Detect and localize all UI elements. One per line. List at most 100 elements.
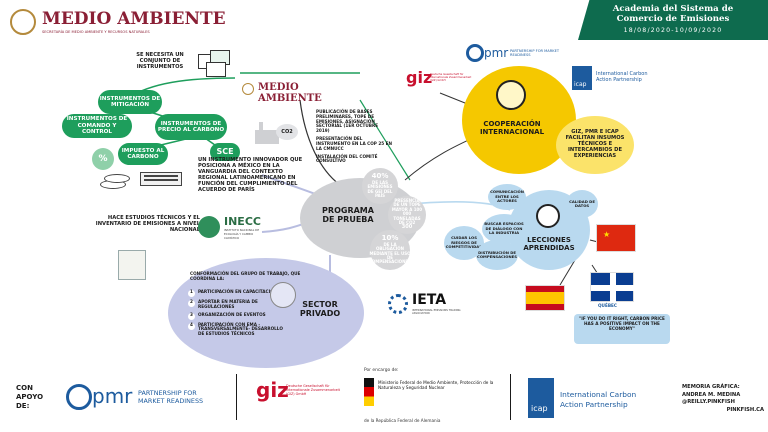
grupo-item-text: APORTAR EN MATERIA DE REGULACIONES [198, 299, 258, 309]
icap-logo-top: icap International Carbon Action Partner… [572, 66, 662, 96]
factory-icon [140, 168, 188, 188]
footer-divider-1 [236, 374, 237, 420]
note-conjunto: SE NECESITA UN CONJUNTO DE INSTRUMENTOS [136, 52, 184, 70]
quote-box: "IF YOU DO IT RIGHT, CARBON PRICE HAS A … [574, 314, 670, 344]
programa-label: PROGRAMA DE PRUEBA [322, 206, 374, 225]
logo-title: MEDIO AMBIENTE [42, 9, 226, 29]
cooperacion-label: COOPERACIÓN INTERNACIONAL [479, 120, 545, 137]
bullet-list: PUBLICACIÓN DE BASES PRELIMINARES, TOPE … [316, 109, 392, 164]
sector-privado-label: SECTOR PRIVADO [299, 300, 341, 319]
inecc-logo-text: INECC [224, 215, 261, 228]
stat-compensaciones: 10%DE LA OBLIGACIÓN MEDIANTE EL USO DE C… [368, 230, 412, 270]
mexico-seal-icon [10, 9, 36, 35]
stat-emisiones-text: DE LAS EMISIONES DE GEI DEL PAÍS [367, 180, 393, 199]
grupo-item: 1 PARTICIPACIÓN EN CAPACITACIONES [188, 289, 288, 297]
bmu-footer-logo: Por encargo de: Ministerio Federal de Me… [364, 368, 504, 428]
giz-logo-top: giz Deutsche Gesellschaft für Internatio… [406, 68, 472, 92]
icap-footer-text: icap [531, 404, 548, 413]
stat-tope: PRESENCIA DE UN TOPE MAYOR A 100 000 TON… [388, 196, 426, 234]
pill-impuesto: IMPUESTO AL CARBONO [118, 143, 168, 165]
pmr-footer-word: pmr [92, 384, 133, 408]
stat-tope-value: 300 [401, 224, 413, 231]
pill-comando-control: INSTRUMENTOS DE COMANDO Y CONTROL [62, 114, 132, 138]
giz-logo-text: giz [406, 68, 433, 87]
lecciones-label: LECCIONES APRENDIDAS [523, 236, 575, 253]
memoria-line1: MEMORIA GRÁFICA: [682, 384, 740, 390]
grupo-title: CONFORMACIÓN DEL GRUPO DE TRABAJO, QUE C… [190, 271, 301, 281]
mini-calidad: CALIDAD DE DATOS [566, 190, 598, 218]
quebec-label: QUÉBEC [598, 303, 617, 308]
stat-emisiones: 40%DE LAS EMISIONES DE GEI DEL PAÍS [362, 168, 398, 204]
ieta-globe-icon [388, 294, 408, 314]
grupo-item-text: PARTICIPACIÓN EN CAPACITACIONES [198, 289, 284, 294]
bullet-item: PRESENTACIÓN DEL INSTRUMENTO EN LA COP 2… [316, 136, 392, 151]
grupo-item: 3 ORGANIZACIÓN DE EVENTOS [188, 312, 288, 320]
logo-subtitle: SECRETARÍA DE MEDIO AMBIENTE Y RECURSOS … [42, 30, 150, 34]
giz-footer-text: giz [256, 378, 289, 402]
icap-logo-name: International Carbon Action Partnership [596, 71, 648, 83]
inecc-leaf-icon [198, 216, 220, 238]
grupo-num: 4 [188, 322, 195, 330]
quebec-flag-icon [590, 272, 635, 303]
ieta-logo-subtitle: INTERNATIONAL EMISSIONS TRADING ASSOCIAT… [412, 309, 461, 315]
percent-icon: % [92, 148, 114, 170]
stat-tope-text: PRESENCIA DE UN TOPE MAYOR A 100 000 TON… [391, 198, 423, 226]
sector-privado-bubble [168, 258, 364, 368]
memoria-grafica: MEMORIA GRÁFICA: ANDREA M. MEDINA @REILL… [682, 384, 764, 414]
grupo-item: 4 PARTICIPACIÓN CON EMA -TRANSVERSALMENT… [188, 321, 288, 337]
icap-footer-name-1: International Carbon [560, 390, 637, 399]
mini-comunicacion: COMUNICACIÓN ENTRE LOS ACTORES [488, 184, 526, 210]
innovador-text: UN INSTRUMENTO INNOVADOR QUE POSICIONA A… [198, 157, 303, 193]
industry-building-icon [255, 122, 285, 144]
inecc-logo-subtitle: INSTITUTO NACIONAL DE ECOLOGÍA Y CAMBIO … [224, 228, 260, 240]
giz-footer-logo: giz Deutsche Gesellschaft für Internatio… [256, 378, 346, 410]
pmr-word: pmr [484, 46, 509, 60]
documents-icon [198, 50, 236, 80]
stat-emisiones-value: 40% [371, 172, 389, 181]
banner-dates: 18/08/2020-10/09/2020 [623, 26, 723, 34]
grupo-list: 1 PARTICIPACIÓN EN CAPACITACIONES 2 APOR… [188, 289, 288, 337]
small-logo-title: MEDIO AMBIENTE [258, 82, 322, 104]
quote-text: "IF YOU DO IT RIGHT, CARBON PRICE HAS A … [579, 316, 665, 331]
bullet-item: PUBLICACIÓN DE BASES PRELIMINARES, TOPE … [316, 109, 379, 134]
hands-icon [270, 282, 296, 308]
giz-footer-subtitle: Deutsche Gesellschaft für Internationale… [286, 384, 340, 396]
academy-banner: Academia del Sistema de Comercio de Emis… [578, 0, 768, 40]
por-encargo-label: Por encargo de: [364, 368, 399, 373]
pmr-footer-text: PARTNERSHIP FOR MARKET READINESS [138, 389, 204, 405]
stat-compensaciones-value: 10% [381, 234, 399, 243]
pmr-logo-top: pmr PARTNERSHIP FOR MARKET READINESS [466, 44, 576, 66]
giz-logo-subtitle: Deutsche Gesellschaft für Internationale… [430, 73, 472, 82]
grupo-num: 3 [188, 312, 195, 320]
banner-title-line1: Academia del Sistema de [612, 4, 734, 14]
medio-ambiente-small-logo: MEDIO AMBIENTE [242, 82, 362, 104]
stat-compensaciones-text: DE LA OBLIGACIÓN MEDIANTE EL USO DE COMP… [368, 241, 412, 265]
ieta-logo-text: IETA [412, 292, 447, 308]
german-eagle-icon [364, 378, 374, 406]
bullet-item: INSTALACIÓN DEL COMITÉ CONSULTIVO [316, 153, 378, 164]
pmr-ring-icon [466, 44, 484, 62]
pill-mitigacion: INSTRUMENTOS DE MITIGACIÓN [98, 90, 162, 114]
china-flag-icon: ★ [596, 224, 636, 252]
globe-icon [496, 80, 526, 110]
money-stack-icon [100, 170, 142, 190]
icap-footer-name-2: Action Partnership [560, 400, 628, 409]
inecc-logo: INECC INSTITUTO NACIONAL DE ECOLOGÍA Y C… [198, 214, 268, 240]
insumos-bubble: GIZ, PMR E ICAP FACILITAN INSUMOS TÉCNIC… [556, 116, 634, 174]
banner-title-line2: Comercio de Emisiones [616, 14, 730, 25]
bmu-text: Ministerio Federal de Medio Ambiente, Pr… [378, 380, 494, 391]
footer-divider-2 [510, 374, 511, 420]
icap-square-icon [572, 66, 592, 90]
pmr-footer-ring-icon [66, 384, 92, 410]
memoria-line4: PINKFISH.CA [726, 406, 764, 413]
small-seal-icon [242, 83, 254, 95]
grupo-num: 1 [188, 289, 195, 297]
memoria-line3: @REILLY.PINKFISH [682, 399, 735, 406]
grupo-item-text: PARTICIPACIÓN CON EMA -TRANSVERSALMENTE-… [198, 321, 283, 337]
icap-logo-text: icap [574, 81, 587, 88]
grupo-num: 2 [188, 299, 195, 307]
mini-dialogo: BUSCAR ESPACIOS DE DIÁLOGO CON LA INDUST… [482, 214, 526, 244]
pill-precio-carbono: INSTRUMENTOS DE PRECIO AL CARBONO [155, 114, 227, 140]
pmr-footer-logo: pmr PARTNERSHIP FOR MARKET READINESS [66, 380, 226, 416]
pill-sce: SCE [210, 143, 240, 161]
